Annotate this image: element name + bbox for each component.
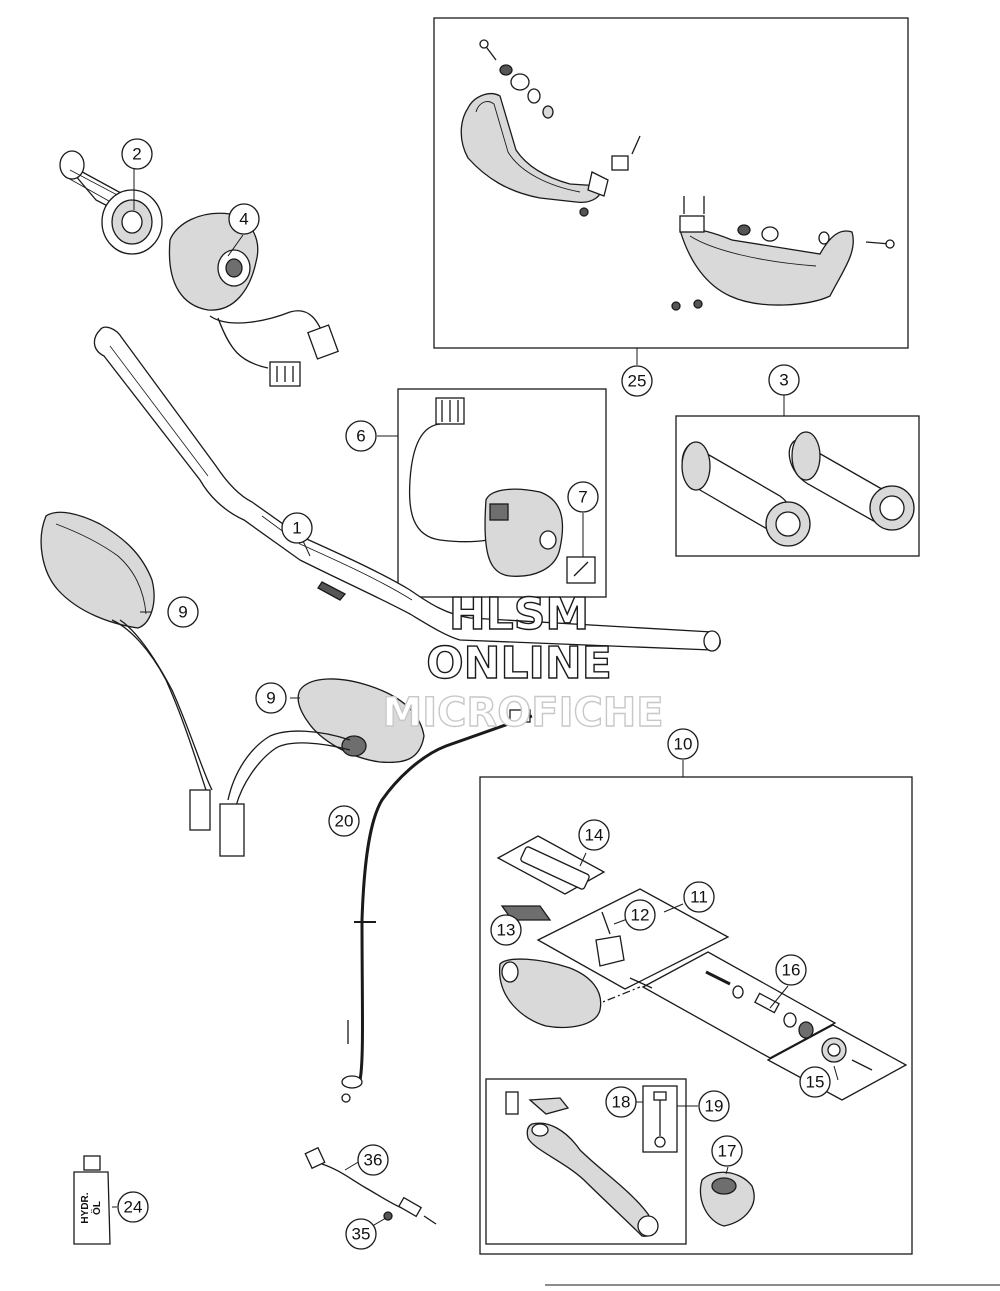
group-box-16 [641,951,837,1059]
svg-text:9: 9 [266,689,275,708]
bottle-label: HYDR. ÖL [80,1192,103,1223]
hydraulic-oil-bottle [73,1155,111,1245]
callout-20[interactable]: 20 [328,805,360,837]
switch-assembly-6 [408,397,589,577]
group-box-7 [566,556,596,584]
svg-text:18: 18 [612,1093,631,1112]
callout-9-right[interactable]: 9 [255,682,287,714]
group-box-10 [479,776,913,1255]
watermark-line3: MICROFICHE [382,690,663,736]
callout-6[interactable]: 6 [345,420,377,452]
callout-2[interactable]: 2 [121,138,153,170]
svg-text:35: 35 [352,1225,371,1244]
svg-text:36: 36 [364,1151,383,1170]
callout-17[interactable]: 17 [711,1135,743,1167]
callout-19[interactable]: 19 [698,1090,730,1122]
svg-text:1: 1 [292,519,301,538]
callout-24[interactable]: 24 [117,1191,149,1223]
group-box-15 [766,1024,908,1101]
svg-text:4: 4 [239,210,248,229]
watermark-line1: HLSM [449,589,589,640]
master-cylinder [499,846,873,1071]
callout-7[interactable]: 7 [567,481,599,513]
bottle-label-line1: HYDR. [80,1192,91,1223]
clutch-lever [505,1091,667,1237]
group-box-6 [397,388,607,598]
callout-9-left[interactable]: 9 [167,596,199,628]
group-box-19 [485,1078,687,1245]
svg-text:15: 15 [806,1073,825,1092]
svg-text:3: 3 [779,371,788,390]
callout-13[interactable]: 13 [490,914,522,946]
sensor-cable [304,1146,437,1225]
group-box-3 [675,415,920,557]
svg-text:2: 2 [132,145,141,164]
svg-text:13: 13 [497,921,516,940]
svg-text:6: 6 [356,427,365,446]
handguard-left [460,39,641,217]
group-box-25 [433,17,909,349]
callout-12[interactable]: 12 [624,899,656,931]
svg-text:7: 7 [578,488,587,507]
mirror-right [219,678,425,857]
callout-14[interactable]: 14 [578,819,610,851]
clamp-17 [699,1171,755,1227]
callout-10[interactable]: 10 [667,728,699,760]
clutch-line [341,709,533,1103]
callout-3[interactable]: 3 [768,364,800,396]
svg-text:10: 10 [674,735,693,754]
callout-1[interactable]: 1 [281,512,313,544]
svg-text:14: 14 [585,826,604,845]
leader-lines [112,169,839,1233]
svg-text:20: 20 [335,812,354,831]
svg-text:12: 12 [631,906,650,925]
callout-16[interactable]: 16 [775,954,807,986]
switch-assembly-4 [168,212,339,387]
grip-left [59,150,163,255]
callout-35[interactable]: 35 [345,1218,377,1250]
handlebar [93,326,721,652]
svg-text:17: 17 [718,1142,737,1161]
mirror-left [40,511,213,831]
callouts: 1 2 3 4 6 7 9 9 10 11 12 13 14 15 16 17 … [117,138,831,1250]
svg-text:9: 9 [178,603,187,622]
watermark-line2: ONLINE [426,638,612,689]
svg-text:19: 19 [705,1097,724,1116]
bottle-label-line2: ÖL [90,1201,103,1215]
callout-25[interactable]: 25 [621,365,653,397]
callout-15[interactable]: 15 [799,1066,831,1098]
callout-18[interactable]: 18 [605,1086,637,1118]
svg-text:11: 11 [690,888,708,907]
group-box-11 [536,888,730,990]
svg-text:16: 16 [782,961,801,980]
callout-4[interactable]: 4 [228,203,260,235]
svg-text:25: 25 [628,372,647,391]
group-box-18 [642,1085,678,1153]
watermark: HLSM ONLINE MICROFICHE [382,588,665,736]
svg-text:24: 24 [124,1198,143,1217]
handguard-right [671,196,895,311]
callout-36[interactable]: 36 [357,1144,389,1176]
group-box-14 [496,835,606,895]
callout-11[interactable]: 11 [683,881,715,913]
grips-pair [681,431,915,547]
